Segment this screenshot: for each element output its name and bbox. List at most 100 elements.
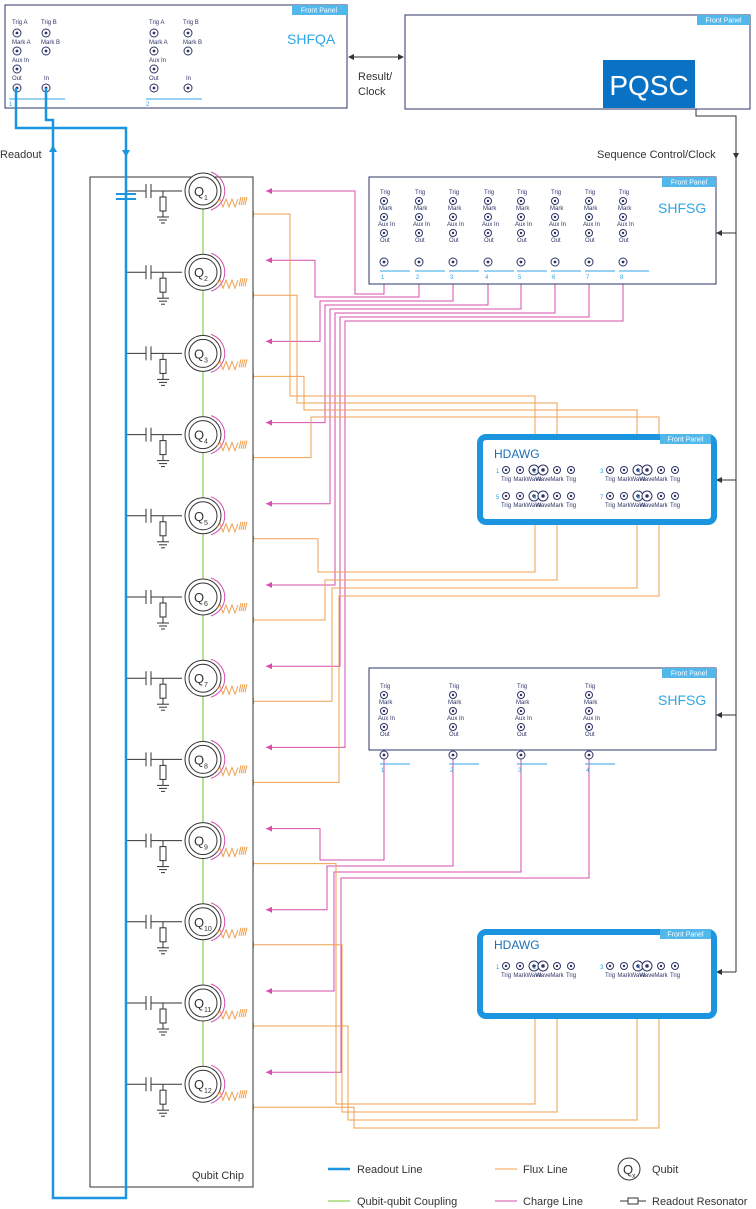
shfsg-port-mark-center [587, 215, 591, 219]
qubit-resonator [159, 440, 167, 456]
qubit-index: 10 [204, 926, 212, 933]
qubit-flux-hatch [238, 1008, 242, 1018]
charge-line [266, 759, 385, 861]
shfqa-port-mark-b-center [44, 49, 48, 53]
hdawg-port-mark-center [518, 468, 522, 472]
charge-line [266, 759, 522, 992]
shfsg-label-aux-in: Aux In [482, 222, 499, 228]
qubit-flux-hatch [244, 1008, 248, 1018]
seq-arrow-shfsg4 [716, 712, 722, 718]
hdawg-port-wave-center [541, 494, 545, 498]
shfsg-port-mark-center [519, 709, 523, 713]
hdawg-channel-label: 2 [533, 965, 537, 971]
hdawg-channel-label: 1 [496, 469, 500, 475]
charge-line [266, 266, 489, 424]
shfqa-label-trig-b: Trig B [183, 20, 199, 26]
qubit-charge-arc [210, 1064, 226, 1104]
hdawg-port-trig-center [673, 964, 677, 968]
shfsg-label-mark: Mark [448, 700, 462, 706]
qubit-flux-hatch [244, 1090, 248, 1099]
hdawg-port-wave-center [636, 468, 640, 472]
shfsg-port-aux-in-center [417, 231, 421, 235]
qubit-flux-coil [216, 1090, 239, 1102]
shfqa-port-aux-in-center [15, 67, 19, 71]
shfsg-label-mark: Mark [414, 206, 428, 212]
qubit-flux-hatch [240, 521, 244, 530]
hdawg-channel-label: 2 [533, 469, 537, 475]
qubit-flux-hatch [242, 196, 246, 206]
pqsc-instrument[interactable]: Front Panel PQSC [404, 14, 751, 110]
qubit-charge-arc [210, 577, 226, 617]
qubit-flux-hatch [242, 602, 246, 612]
qubit-flux-hatch [242, 440, 246, 449]
qubit-flux-hatch [242, 1008, 246, 1018]
shfsg-port-out-center [382, 753, 386, 757]
shfsg-channel-label: 5 [518, 275, 522, 281]
hdawg-label-mark: Mark [654, 503, 668, 509]
qubit-inner-ring [188, 907, 218, 937]
shfsg-label-trig: Trig [585, 684, 595, 690]
qubit-flux-hatch [242, 278, 246, 287]
shfqa-label-mark-a: Mark A [12, 40, 31, 46]
hdawg-label-wave: Wave [630, 503, 646, 509]
hdawg-port-mark-center [622, 468, 626, 472]
charge-line [266, 266, 522, 505]
hdawg-label-wave: Wave [535, 477, 551, 483]
shfsg-port-aux-in-center [451, 231, 455, 235]
shfsg-port-trig-center [451, 199, 455, 203]
qubit-flux-hatch [240, 359, 244, 368]
charge-arrow [266, 825, 272, 832]
legend-resonator-symbol [627, 1197, 639, 1205]
qubit-label: Q [194, 671, 204, 686]
qubit-flux-hatch [240, 278, 244, 287]
qubit-charge-arc [210, 983, 226, 1023]
shfsg-label-out: Out [449, 238, 459, 244]
shfqa-label-mark-b: Mark B [183, 40, 202, 46]
shfsg-port-out-center [451, 753, 455, 757]
hdawg8-title: HDAWG [494, 447, 540, 461]
hdawg-port-wave-center [532, 964, 536, 968]
shfsg-channel-label: 2 [416, 275, 420, 281]
shfsg-label-out: Out [517, 732, 527, 738]
shfqa-label-mark-a: Mark A [149, 40, 168, 46]
charge-line [266, 266, 590, 667]
hdawg4-front-panel-label: Front Panel [667, 932, 704, 939]
hdawg-channel-label: 5 [496, 495, 500, 501]
qubit-flux-hatch [244, 765, 248, 774]
shfsg-port-out-center [486, 260, 490, 264]
hdawg-channel-label: 8 [637, 495, 641, 501]
qubit-flux-coil [216, 359, 239, 371]
hdawg-label-wave: Wave [526, 973, 542, 979]
sequence-arrowhead [733, 153, 739, 159]
qubit-flux-hatch [242, 359, 246, 368]
shfqa-port-trig-b-center [186, 31, 190, 35]
qubit-resonator [159, 196, 167, 212]
shfqa-port-mark-a-center [152, 49, 156, 53]
shfsg-channel-label: 2 [450, 768, 454, 774]
charge-arrow [266, 1069, 272, 1076]
qubit-flux-hatch [242, 1090, 246, 1099]
qubit-flux-hatch [244, 359, 248, 368]
shfsg-label-trig: Trig [517, 684, 527, 690]
hdawg-port-mark-center [659, 468, 663, 472]
qubit-charge-arc [210, 821, 226, 861]
qubit-resonator [159, 683, 167, 699]
qubit-index: 9 [204, 845, 208, 852]
shfsg-label-aux-in: Aux In [515, 222, 532, 228]
qubit-inner-ring [188, 663, 218, 693]
legend-coupling-label: Qubit-qubit Coupling [357, 1196, 457, 1208]
qubit-flux-coil [216, 928, 239, 940]
shfqa-port-out-center [152, 86, 156, 90]
hdawg-label-trig: Trig [670, 503, 680, 509]
shfsg-port-trig-center [553, 199, 557, 203]
qubit-flux-hatch [240, 196, 244, 206]
shfsg-label-trig: Trig [449, 190, 459, 196]
shfsg-label-out: Out [585, 238, 595, 244]
qubit-charge-arc [210, 415, 226, 455]
shfsg-label-mark: Mark [448, 206, 462, 212]
